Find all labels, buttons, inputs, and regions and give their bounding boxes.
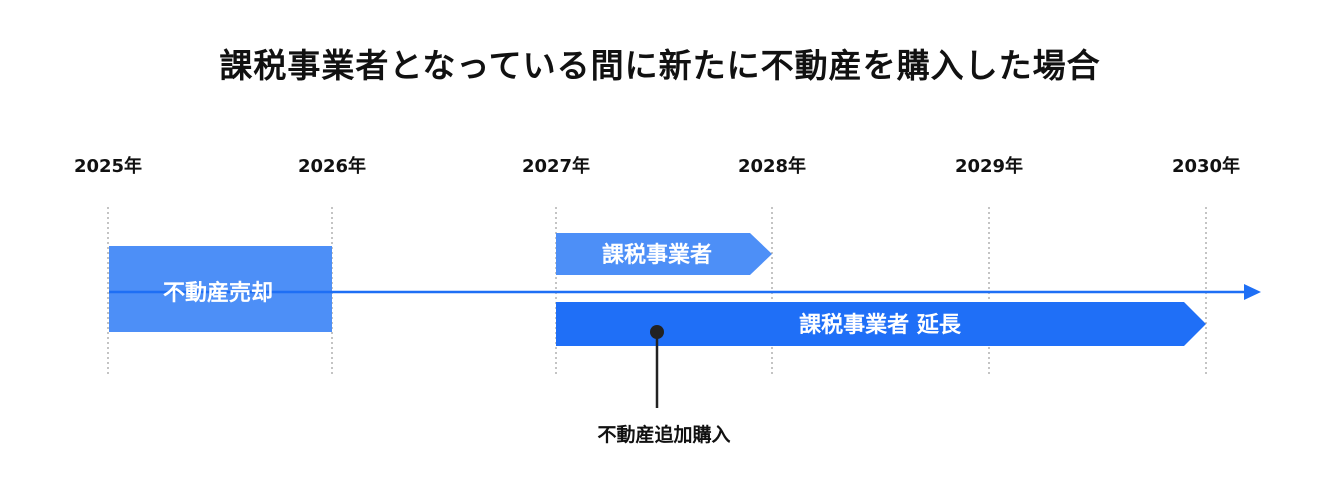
timeline-arrowhead [1244,284,1261,300]
event-label: 不動産追加購入 [597,423,730,446]
page-title: 課税事業者となっている間に新たに不動産を購入した場合 [219,46,1101,85]
event-marker-dot [650,325,664,339]
year-label-2030: 2030年 [1172,155,1240,177]
taxable-period-arrow [556,233,772,275]
extension-period-arrow [556,302,1206,346]
sale-period-bar [109,246,332,332]
sale-label: 不動産売却 [163,280,273,306]
year-label-2027: 2027年 [522,155,590,177]
year-label-2028: 2028年 [738,155,806,177]
year-label-2029: 2029年 [955,155,1023,177]
year-label-2025: 2025年 [74,155,142,177]
extension-label: 課税事業者 延長 [799,312,962,338]
taxable-label: 課税事業者 [602,242,712,268]
year-label-2026: 2026年 [298,155,366,177]
